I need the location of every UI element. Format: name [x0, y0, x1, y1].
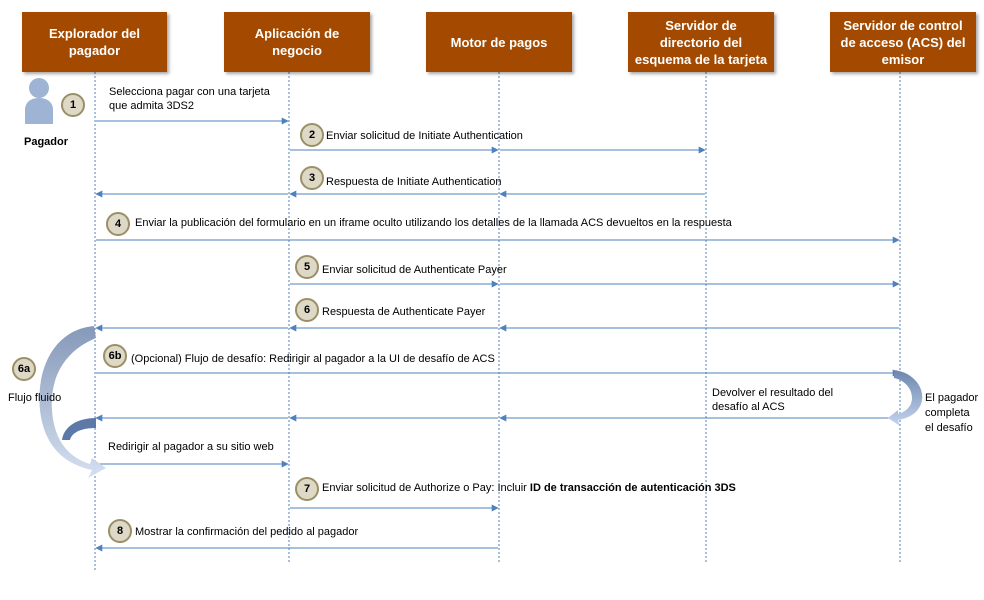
step-6b-label: (Opcional) Flujo de desafío: Redirigir a…	[131, 353, 495, 365]
step-5-label: Enviar solicitud de Authenticate Payer	[322, 264, 507, 276]
step-4-badge: 4	[106, 212, 130, 236]
step-4-label: Enviar la publicación del formulario en …	[135, 217, 732, 229]
step-6a-badge: 6a	[12, 357, 36, 381]
step-1-badge: 1	[61, 93, 85, 117]
redirect-label: Redirigir al pagador a su sitio web	[108, 441, 274, 453]
step-8-badge: 8	[108, 519, 132, 543]
frictionless-label: Flujo fluido	[8, 392, 62, 404]
step-7-badge: 7	[295, 477, 319, 501]
step-6-badge: 6	[295, 298, 319, 322]
payer-completes-line-2: completa	[925, 407, 970, 419]
lane-header-directory-server: Servidor de directorio del esquema de la…	[628, 12, 774, 72]
challenge-result-line-2: desafío al ACS	[712, 401, 785, 413]
frictionless-curve-arrow	[39, 326, 107, 478]
payer-completes-line-1: El pagador	[925, 392, 979, 404]
actor-label: Pagador	[24, 136, 69, 148]
frictionless-small-curve	[62, 418, 96, 440]
step-2-label: Enviar solicitud de Initiate Authenticat…	[326, 130, 523, 142]
challenge-result-label: Devolver el resultado del desafío al ACS	[712, 386, 833, 414]
lane-header-payer-browser: Explorador del pagador	[22, 12, 167, 72]
lane-header-business-app: Aplicación de negocio	[224, 12, 370, 72]
step-7-bold-text: ID de transacción de autenticación 3DS	[529, 482, 736, 494]
payer-completes-label: El pagador completa el desafío	[925, 391, 978, 436]
challenge-result-line-1: Devolver el resultado del	[712, 387, 834, 399]
step-6-label: Respuesta de Authenticate Payer	[322, 306, 486, 318]
step-7-label: Enviar solicitud de Authorize o Pay: Inc…	[322, 481, 736, 495]
payer-completes-line-3: el desafío	[925, 422, 973, 434]
lane-header-acs: Servidor de control de acceso (ACS) del …	[830, 12, 976, 72]
lane-header-payment-engine: Motor de pagos	[426, 12, 572, 72]
step-1-label: Selecciona pagar con una tarjeta que adm…	[109, 85, 270, 113]
step-3-label: Respuesta de Initiate Authentication	[326, 176, 502, 188]
step-5-badge: 5	[295, 255, 319, 279]
step-1-line-1: Selecciona pagar con una tarjeta	[109, 86, 270, 98]
step-8-label: Mostrar la confirmación del pedido al pa…	[135, 526, 359, 538]
step-2-badge: 2	[300, 123, 324, 147]
step-3-badge: 3	[300, 166, 324, 190]
person-icon	[25, 78, 53, 124]
challenge-curve-arrow	[888, 370, 923, 426]
step-1-line-2: que admita 3DS2	[109, 100, 194, 112]
step-6b-badge: 6b	[103, 344, 127, 368]
step-7-text: Enviar solicitud de Authorize o Pay: Inc…	[322, 482, 530, 494]
